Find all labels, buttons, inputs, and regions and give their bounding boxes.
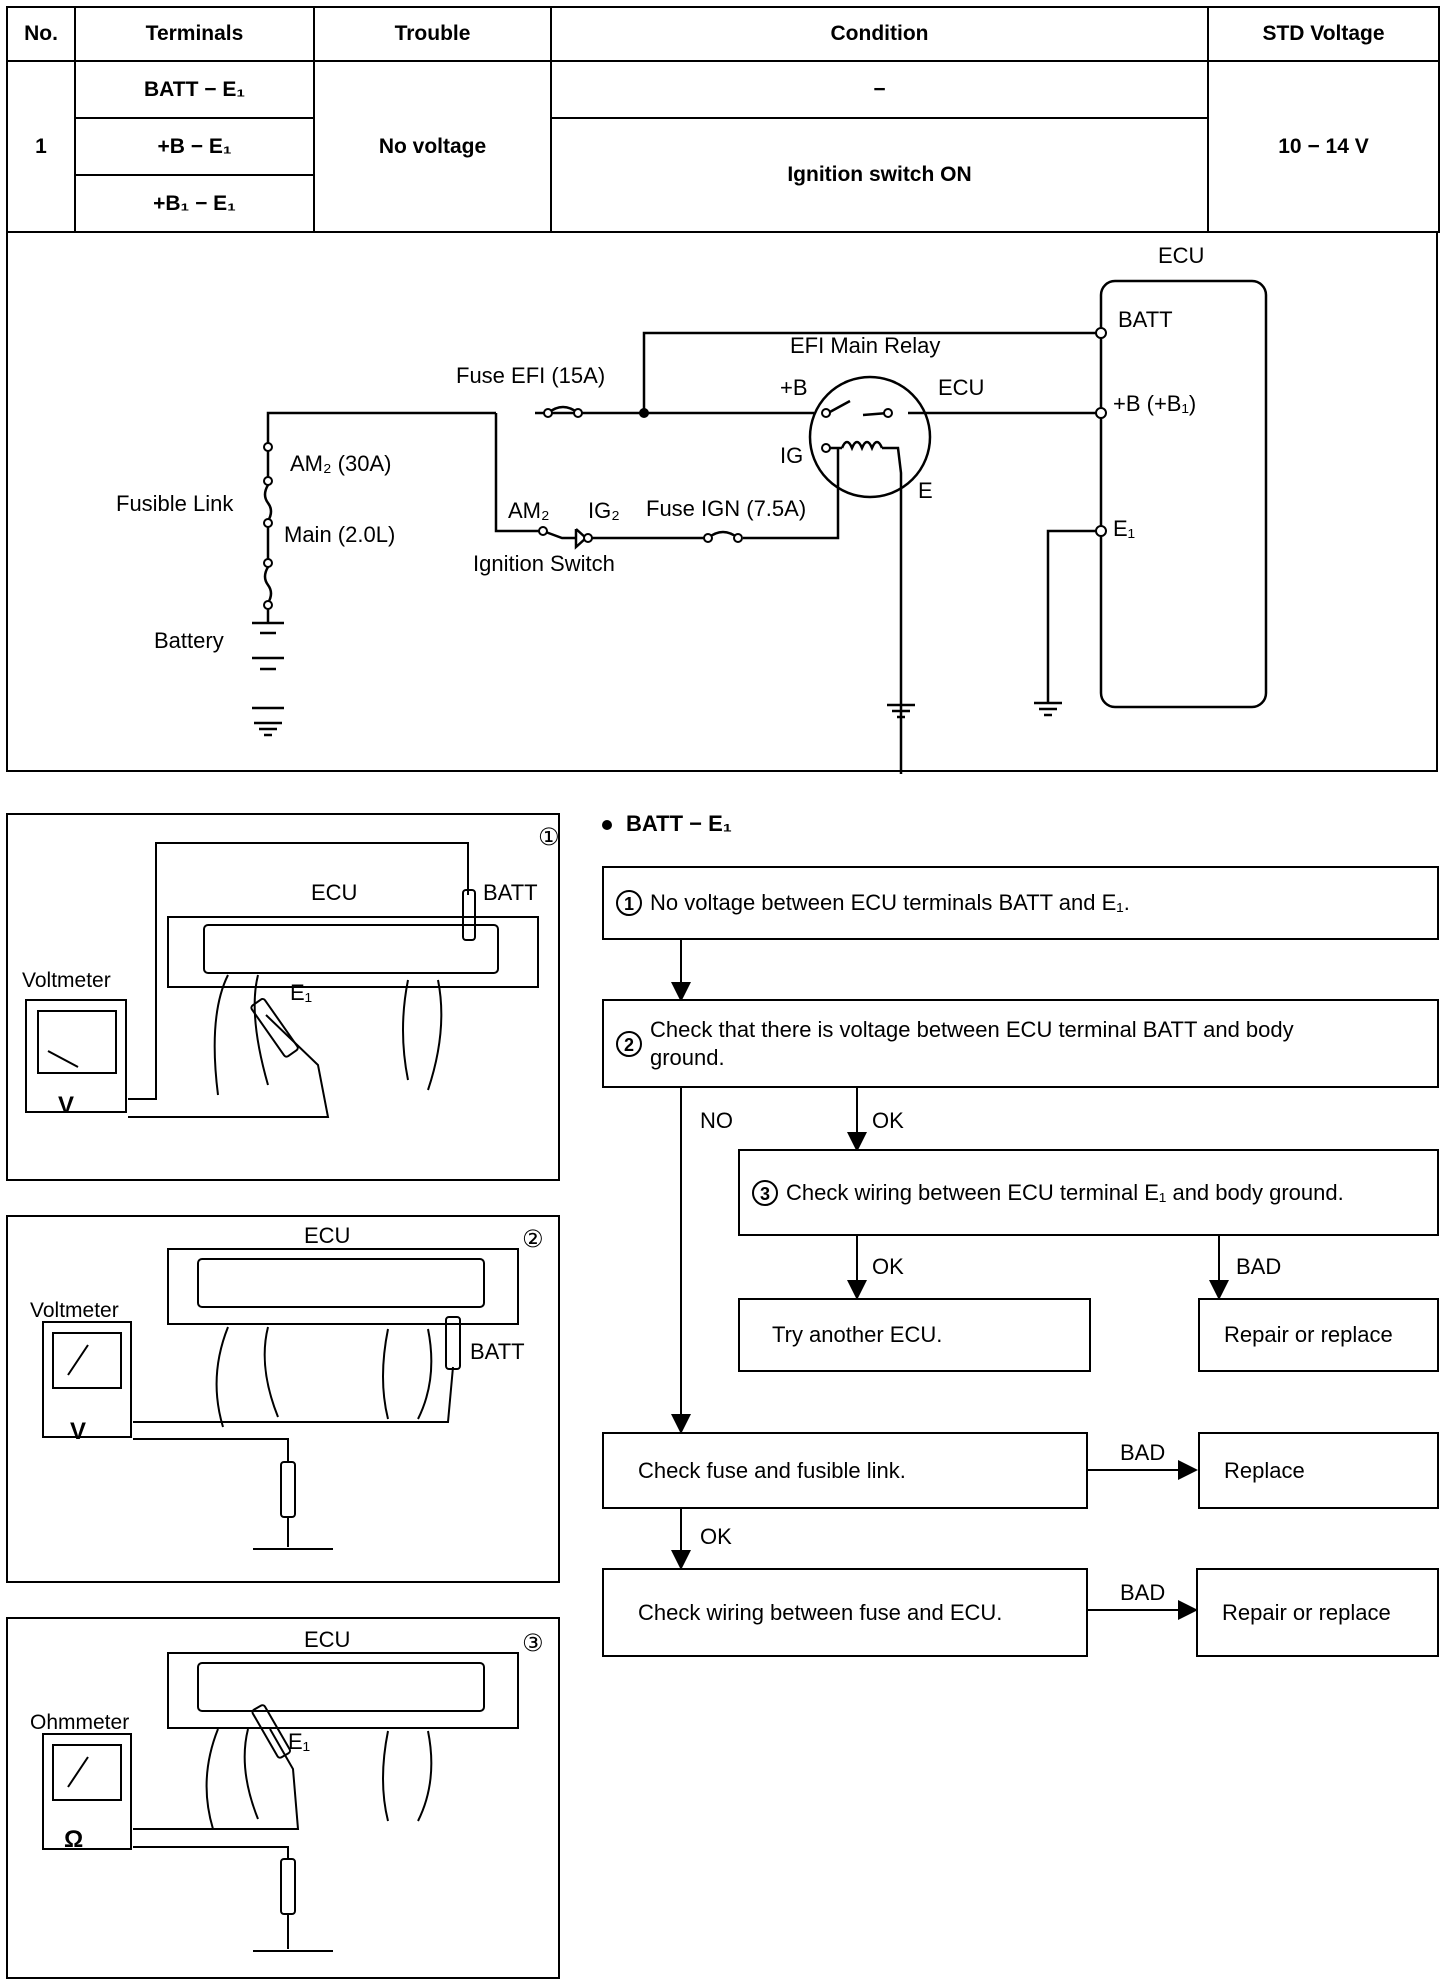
table-row: +B₁ − E₁ — [7, 174, 1439, 233]
panel-3-e1-label: E₁ — [288, 1729, 310, 1754]
test-panel-2: ② ECU BATT Voltmeter V — [6, 1215, 560, 1583]
flow-check-fuse: Check fuse and fusible link. — [602, 1432, 1088, 1509]
cell-trouble: No voltage — [313, 60, 552, 233]
bullet-icon — [602, 820, 612, 831]
am2-30a-label: AM₂ (30A) — [290, 451, 391, 476]
label-bad-3: BAD — [1120, 1580, 1166, 1605]
col-condition: Condition — [550, 6, 1209, 62]
fusible-link-label: Fusible Link — [116, 491, 234, 516]
main-20l-label: Main (2.0L) — [284, 522, 395, 547]
flow-check-wiring: Check wiring between fuse and ECU. — [602, 1568, 1088, 1657]
flow-repair-2: Repair or replace — [1196, 1568, 1439, 1657]
cell-condition-2: Ignition switch ON — [550, 117, 1209, 233]
panel-2-number: ② — [522, 1226, 544, 1253]
cell-no: 1 — [6, 60, 76, 233]
label-bad-2: BAD — [1120, 1440, 1166, 1465]
step-1-badge: 1 — [616, 890, 642, 916]
relay-circle — [808, 375, 932, 499]
panel-1-svg: ① ECU BATT E₁ Voltmeter V — [22, 824, 560, 1119]
spec-table: No. Terminals Trouble Condition STD Volt… — [6, 6, 1440, 233]
b-b1-label: +B (+B₁) — [1113, 391, 1196, 416]
panel-3-unit: Ω — [64, 1826, 83, 1853]
relay-ig-label: IG — [780, 443, 803, 468]
col-terminals: Terminals — [74, 6, 315, 62]
col-std-voltage: STD Voltage — [1207, 6, 1440, 62]
cell-terminal-1: BATT − E₁ — [74, 60, 315, 119]
flow-replace: Replace — [1198, 1432, 1439, 1509]
cell-condition-1: − — [550, 60, 1209, 119]
panel-3-meter-label: Ohmmeter — [30, 1711, 129, 1734]
table-row: +B − E₁ Ignition switch ON — [7, 117, 1439, 233]
table-row: 1 BATT − E₁ No voltage − 10 − 14 V — [6, 60, 1440, 233]
step-3-badge: 3 — [752, 1179, 778, 1206]
relay-e-label: E — [918, 478, 933, 503]
ecu-connector — [167, 916, 539, 988]
panel-1-batt-label: BATT — [483, 880, 538, 905]
battery-label: Battery — [154, 628, 224, 653]
panel-2-svg: ② ECU BATT Voltmeter V — [30, 1223, 544, 1550]
relay-b-label: +B — [780, 375, 808, 400]
am2-label: AM₂ — [508, 498, 550, 523]
label-ok-3: OK — [700, 1524, 732, 1549]
relay-ecu-label: ECU — [938, 375, 984, 400]
panel-1-meter-label: Voltmeter — [22, 969, 111, 992]
panel-2-batt-label: BATT — [470, 1339, 525, 1364]
voltmeter-body — [25, 999, 127, 1113]
col-trouble: Trouble — [313, 6, 552, 62]
circuit-diagram: ECU BATT +B (+B₁) E₁ EFI Main Relay +B E… — [6, 231, 1438, 788]
panel-3-number: ③ — [522, 1630, 544, 1657]
ecu-connector — [167, 1652, 519, 1729]
efi-main-relay-label: EFI Main Relay — [790, 333, 940, 358]
panel-1-number: ① — [538, 824, 558, 851]
e1-label: E₁ — [1113, 516, 1135, 541]
flow-heading: BATT − E₁ — [602, 811, 732, 837]
circuit-svg: ECU BATT +B (+B₁) E₁ EFI Main Relay +B E… — [116, 243, 1268, 788]
panel-1-ecu-label: ECU — [311, 880, 357, 905]
cell-terminal-3: +B₁ − E₁ — [74, 174, 315, 233]
step-2-badge: 2 — [616, 1030, 642, 1057]
panel-2-meter-label: Voltmeter — [30, 1299, 119, 1322]
col-no: No. — [6, 6, 76, 62]
ecu-label: ECU — [1158, 243, 1204, 268]
ecu-connector — [167, 1248, 519, 1325]
panel-1-unit: V — [58, 1092, 74, 1119]
label-ok-2: OK — [872, 1254, 904, 1279]
panel-1-e1-label: E₁ — [290, 980, 312, 1005]
label-bad-1: BAD — [1236, 1254, 1282, 1279]
ohmmeter-body — [42, 1733, 132, 1850]
ecu-box — [1099, 279, 1268, 709]
test-panel-3: ③ ECU E₁ Ohmmeter Ω — [6, 1617, 560, 1979]
table-header-row: No. Terminals Trouble Condition STD Volt… — [6, 6, 1440, 62]
fuse-ign-label: Fuse IGN (7.5A) — [646, 496, 806, 521]
panel-2-unit: V — [70, 1418, 86, 1445]
ignition-switch-label: Ignition Switch — [473, 551, 615, 576]
panel-3-ecu-label: ECU — [304, 1627, 350, 1652]
test-panel-1: ① ECU BATT E₁ Voltmeter V — [6, 813, 560, 1181]
ig2-label: IG₂ — [588, 498, 620, 523]
flow-try-ecu: Try another ECU. — [738, 1298, 1091, 1372]
cell-terminal-2: +B − E₁ — [74, 117, 315, 176]
fuse-efi-label: Fuse EFI (15A) — [456, 363, 605, 388]
label-ok-1: OK — [872, 1108, 904, 1133]
flow-repair-1: Repair or replace — [1198, 1298, 1439, 1372]
panel-3-svg: ③ ECU E₁ Ohmmeter Ω — [30, 1627, 544, 1952]
voltmeter-body — [42, 1321, 132, 1438]
panel-2-ecu-label: ECU — [304, 1223, 350, 1248]
batt-label: BATT — [1118, 307, 1173, 332]
label-no: NO — [700, 1108, 733, 1133]
